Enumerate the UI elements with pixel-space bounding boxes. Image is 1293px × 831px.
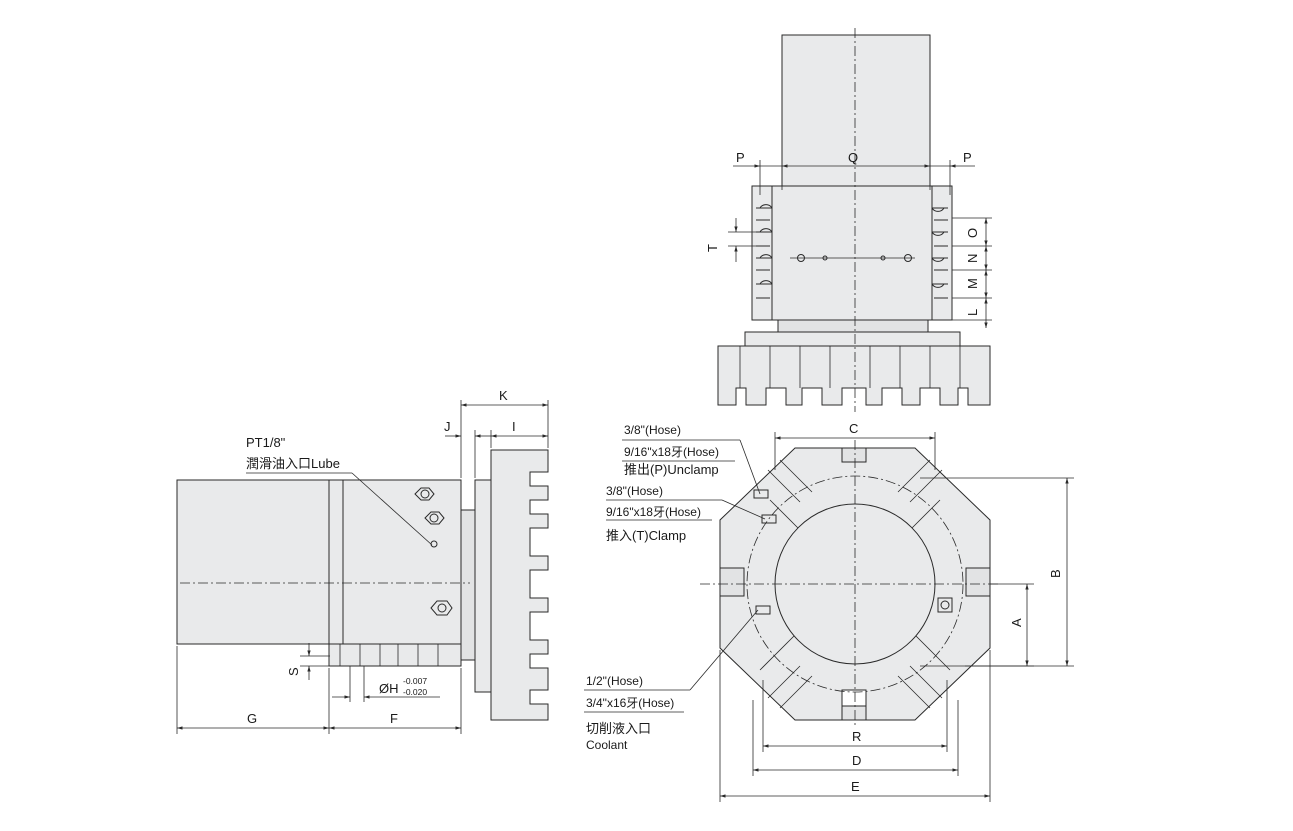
dim-c: C <box>849 421 858 436</box>
dim-q: Q <box>848 150 858 165</box>
callout-coolant-hose: 1/2"(Hose) <box>586 674 643 688</box>
callout-lube-text: 潤滑油入口Lube <box>246 456 340 471</box>
front-view: 3/8"(Hose) 9/16"x18牙(Hose) 推出(P)Unclamp … <box>584 421 1074 802</box>
dim-d: D <box>852 753 861 768</box>
dim-h-tol-lower: -0.020 <box>403 687 427 697</box>
dim-e: E <box>851 779 860 794</box>
motor-housing-side <box>176 479 330 645</box>
dim-t: T <box>705 244 720 252</box>
dim-h-tol-upper: -0.007 <box>403 676 427 686</box>
hose-fittings <box>753 489 953 615</box>
callout-unclamp-hose: 3/8"(Hose) <box>624 423 681 437</box>
turret-base-top <box>744 331 961 347</box>
callout-unclamp-text: 推出(P)Unclamp <box>624 462 719 477</box>
dim-h: ØH <box>379 681 399 696</box>
tool-slots-left <box>751 185 773 321</box>
turret-body-top <box>771 185 933 321</box>
side-view: PT1/8" 潤滑油入口Lube K J I S ØH -0.007 -0.02… <box>176 388 549 734</box>
dim-s: S <box>286 667 301 676</box>
dim-n: N <box>965 254 980 263</box>
callout-unclamp-thread: 9/16"x18牙(Hose) <box>624 445 719 459</box>
dim-g: G <box>247 711 257 726</box>
callout-clamp-text: 推入(T)Clamp <box>606 528 686 543</box>
motor-housing-top <box>781 34 931 188</box>
dim-i: I <box>512 419 516 434</box>
dim-j: J <box>444 419 451 434</box>
callout-coolant-text-en: Coolant <box>586 738 628 752</box>
lube-fittings <box>414 487 453 616</box>
dim-l: L <box>965 309 980 316</box>
callout-clamp-hose: 3/8"(Hose) <box>606 484 663 498</box>
callout-coolant-thread: 3/4"x16牙(Hose) <box>586 696 674 710</box>
dim-b: B <box>1048 569 1063 578</box>
dim-k: K <box>499 388 508 403</box>
turret-disk-side <box>490 449 549 721</box>
dim-m: M <box>965 278 980 289</box>
turret-body-side <box>328 479 462 645</box>
callout-clamp-thread: 9/16"x18牙(Hose) <box>606 505 701 519</box>
tool-slots-right <box>931 185 953 321</box>
dim-o: O <box>965 228 980 238</box>
dim-p-left: P <box>736 150 745 165</box>
callout-lube-size: PT1/8" <box>246 435 286 450</box>
callout-coolant-text-cn: 切削液入口 <box>586 721 651 736</box>
dim-r: R <box>852 729 861 744</box>
dim-p-right: P <box>963 150 972 165</box>
turret-disk-top <box>717 345 991 406</box>
top-view: P Q P T O N M L <box>705 28 992 412</box>
dim-a: A <box>1009 618 1024 627</box>
dim-f: F <box>390 711 398 726</box>
